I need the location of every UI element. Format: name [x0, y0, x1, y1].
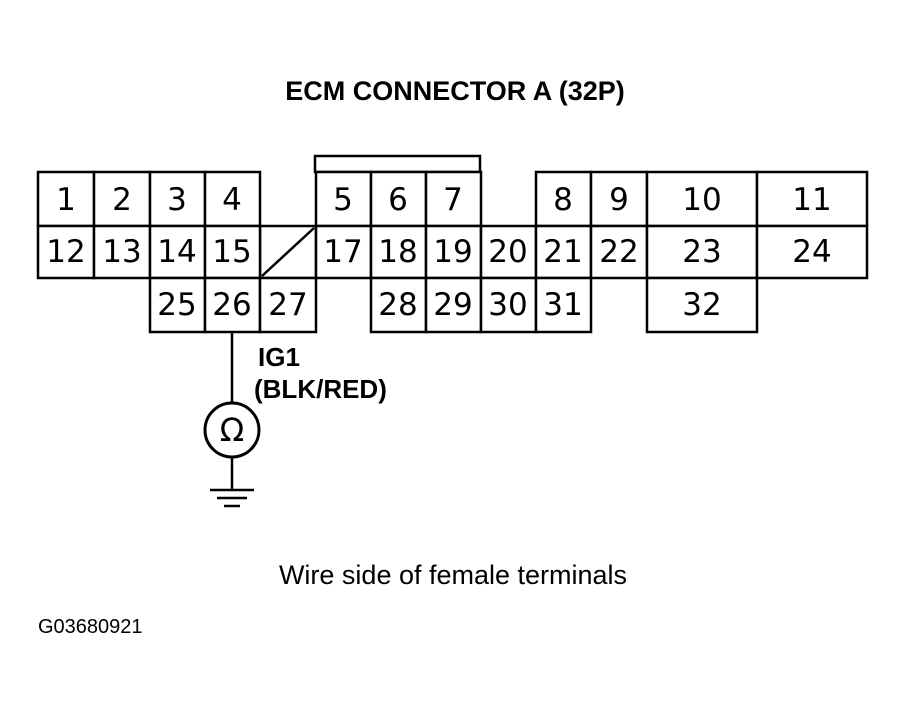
connector-housing: [258, 154, 482, 280]
pin-21[interactable]: 21: [543, 234, 582, 270]
pin-14[interactable]: 14: [157, 234, 196, 270]
pin-12[interactable]: 12: [46, 234, 85, 270]
pin-32[interactable]: 32: [682, 287, 721, 323]
ohm-symbol: Ω: [220, 411, 244, 449]
pin-22[interactable]: 22: [599, 234, 638, 270]
ohmmeter-icon: Ω: [203, 401, 261, 459]
pin-30[interactable]: 30: [488, 287, 527, 323]
pin-18[interactable]: 18: [378, 234, 417, 270]
pin-3[interactable]: 3: [167, 182, 187, 218]
pin-23[interactable]: 23: [682, 234, 721, 270]
figure-code: G03680921: [38, 616, 143, 638]
pin-10[interactable]: 10: [682, 182, 721, 218]
pin-29[interactable]: 29: [433, 287, 472, 323]
pin-8[interactable]: 8: [553, 182, 573, 218]
pin-28[interactable]: 28: [378, 287, 417, 323]
pin-2[interactable]: 2: [112, 182, 132, 218]
pin-25[interactable]: 25: [157, 287, 196, 323]
pin-5[interactable]: 5: [333, 182, 353, 218]
pin-17[interactable]: 17: [323, 234, 362, 270]
pin-26[interactable]: 26: [212, 287, 251, 323]
wire-color-label: (BLK/RED): [254, 374, 387, 404]
diagram-title: ECM CONNECTOR A (32P): [285, 76, 625, 106]
pin-27[interactable]: 27: [268, 287, 307, 323]
pin-1[interactable]: 1: [56, 182, 76, 218]
terminal-pins: 1 2 3 4 5 6 7 8 9 10 11 12 13 14 15 17 1…: [36, 170, 869, 334]
pin-19[interactable]: 19: [433, 234, 472, 270]
pin-13[interactable]: 13: [102, 234, 141, 270]
pin-15[interactable]: 15: [212, 234, 251, 270]
pin-6[interactable]: 6: [388, 182, 408, 218]
pin-4[interactable]: 4: [222, 182, 242, 218]
cavity-16-slash: [261, 227, 315, 277]
pin-24[interactable]: 24: [792, 234, 831, 270]
pin-7[interactable]: 7: [443, 182, 463, 218]
pin-11[interactable]: 11: [792, 182, 831, 218]
wire-terminal-label: IG1: [258, 342, 300, 372]
pin-31[interactable]: 31: [543, 287, 582, 323]
pin-20[interactable]: 20: [488, 234, 527, 270]
diagram-caption: Wire side of female terminals: [279, 560, 627, 590]
pin-9[interactable]: 9: [609, 182, 629, 218]
connector-latch: [313, 154, 482, 174]
ground-icon: [210, 457, 254, 508]
